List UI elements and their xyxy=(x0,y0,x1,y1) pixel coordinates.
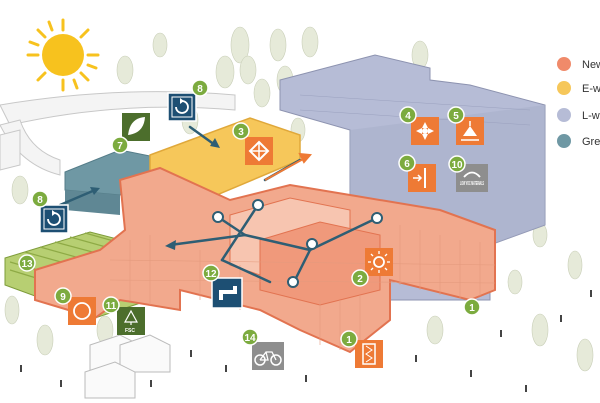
low-voc-label: LOW VOC MATERIALS xyxy=(460,181,484,187)
number-badge: 5 xyxy=(447,106,465,124)
badge-number: 13 xyxy=(21,259,33,270)
timer-icon xyxy=(68,297,96,325)
number-badge: 13 xyxy=(18,254,36,272)
badge-number: 11 xyxy=(106,301,117,312)
circulation-paths xyxy=(58,125,379,284)
path-arrowheads xyxy=(90,138,220,250)
number-badge: 11 xyxy=(102,296,120,314)
legend-item: E-w xyxy=(557,81,600,95)
fsc-tree-icon: FSC xyxy=(117,307,145,335)
number-badge: 3 xyxy=(232,122,250,140)
recycle-icon xyxy=(167,92,197,122)
number-badge: 7 xyxy=(111,136,129,154)
badge-number: 10 xyxy=(451,160,463,171)
legend-label: E-w xyxy=(582,83,600,95)
number-badge: 12 xyxy=(202,264,220,282)
badge-number: 7 xyxy=(117,141,123,152)
people xyxy=(20,290,592,392)
number-badge: 6 xyxy=(398,154,416,172)
badge-number: 8 xyxy=(197,84,203,95)
fsc-label: FSC xyxy=(125,328,135,334)
badge-number: 3 xyxy=(238,127,244,138)
number-badge: 1 xyxy=(340,330,358,348)
legend-item: Gre xyxy=(557,134,600,148)
legend-swatch xyxy=(557,108,571,122)
badge-number: 8 xyxy=(37,195,43,206)
number-badge: 14 xyxy=(241,328,259,346)
badge-number: 1 xyxy=(469,303,475,314)
insulation-wall-icon xyxy=(355,340,383,368)
badge-number: 14 xyxy=(244,333,256,344)
sun-icon xyxy=(26,18,100,92)
recycle-icon xyxy=(39,204,69,234)
number-badge: 8 xyxy=(31,190,49,208)
badge-number: 1 xyxy=(346,335,352,346)
background-trees xyxy=(4,26,594,372)
skylight-icon xyxy=(245,137,273,165)
legend: New E-w L-w Gre xyxy=(557,57,600,148)
badge-number: 5 xyxy=(453,111,459,122)
solar-icon xyxy=(365,248,393,276)
low-voc-icon: LOW VOC MATERIALS xyxy=(456,164,488,192)
badge-number: 6 xyxy=(404,159,410,170)
number-badge: 4 xyxy=(399,106,417,124)
number-badge: 1 xyxy=(463,298,481,316)
badge-number: 4 xyxy=(405,111,411,122)
legend-item: L-w xyxy=(557,108,600,122)
legend-label: New xyxy=(582,59,600,71)
number-badge: 8 xyxy=(191,79,209,97)
leaf-icon xyxy=(122,113,150,141)
legend-label: L-w xyxy=(582,110,600,122)
legend-label: Gre xyxy=(582,136,600,148)
water-faucet-icon xyxy=(211,277,243,309)
number-badge: 2 xyxy=(351,269,369,287)
legend-swatch xyxy=(557,134,571,148)
number-badge: 10 xyxy=(448,155,466,173)
badge-number: 9 xyxy=(60,292,66,303)
orange-arrow xyxy=(264,152,313,181)
badge-number: 2 xyxy=(357,274,363,285)
legend-swatch xyxy=(557,81,571,95)
badge-number: 12 xyxy=(205,269,217,280)
fan-icon xyxy=(411,117,439,145)
bicycle-icon xyxy=(252,342,284,370)
legend-swatch xyxy=(557,57,571,71)
path-nodes xyxy=(212,199,383,288)
legend-item: New xyxy=(557,57,600,71)
houses xyxy=(84,334,171,399)
number-badge: 9 xyxy=(54,287,72,305)
